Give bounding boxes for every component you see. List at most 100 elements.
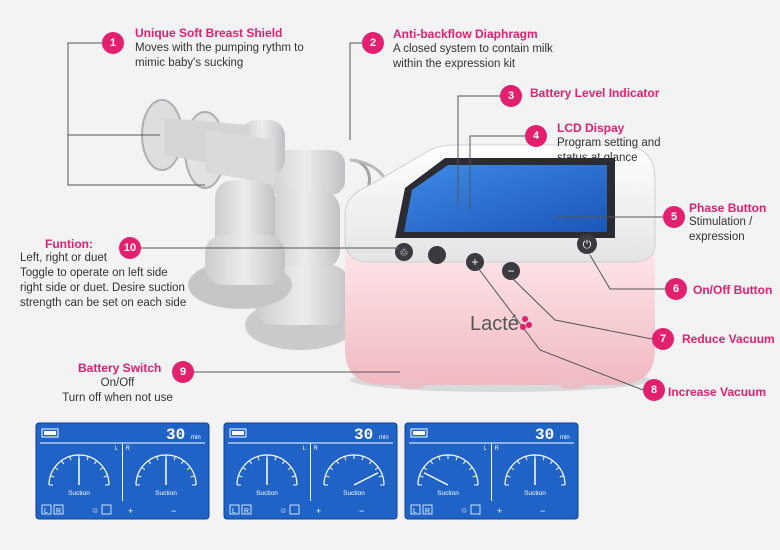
- gauge-label: Suction: [343, 490, 365, 497]
- gauge-tick: [429, 460, 434, 465]
- gauge-tick: [559, 475, 564, 478]
- gauge-needle: [423, 472, 449, 486]
- desc-line: Program setting and: [557, 137, 661, 149]
- svg-text:+: +: [471, 255, 478, 269]
- gauge-label: Suction: [256, 490, 278, 497]
- gauge-tick: [423, 466, 428, 471]
- gauge-tick: [141, 466, 146, 471]
- battery-level: [413, 431, 425, 435]
- gauge-tick: [242, 466, 247, 471]
- callout-8-badge: 8: [643, 379, 665, 401]
- r-button-icon: [422, 504, 433, 515]
- gauge-tick: [510, 466, 515, 471]
- gauge-tick: [542, 456, 545, 461]
- desc-line: expression: [689, 231, 745, 243]
- battery-level: [44, 431, 56, 435]
- desc-line: strength can be set on each side: [20, 297, 187, 309]
- desc-line: On/Off: [100, 377, 135, 389]
- gauge-tick: [438, 456, 441, 461]
- gauge-tick: [60, 460, 65, 465]
- r-button-label: R: [56, 508, 61, 515]
- gauge-tick: [137, 475, 142, 478]
- mode-icon: [470, 504, 481, 515]
- desc-line: A closed system to contain milk: [393, 43, 553, 55]
- timer-unit: min: [379, 435, 389, 441]
- side-left-label: L: [303, 446, 307, 452]
- l-button-icon: [41, 504, 52, 515]
- l-button-icon: [410, 504, 421, 515]
- callout-4-desc: Program setting and status at glance: [557, 136, 661, 166]
- gauge-tick: [180, 460, 185, 465]
- phase-icon: ♲: [92, 508, 98, 515]
- gauge-tick: [257, 456, 260, 461]
- battery-level: [232, 431, 244, 435]
- pump-unit: ♲ + − ⏻: [344, 144, 656, 392]
- l-button-icon: [229, 504, 240, 515]
- callout-10-desc: Left, right or duet Toggle to operate on…: [20, 251, 186, 311]
- callout-3-title: Battery Level Indicator: [530, 86, 660, 100]
- callout-5-desc: Stimulation / expression: [689, 215, 752, 245]
- svg-text:♲: ♲: [400, 248, 409, 259]
- desc-line: Toggle to operate on left side: [20, 267, 168, 279]
- timer-digits: 30: [354, 426, 373, 444]
- suction-gauge: Suction: [504, 454, 566, 497]
- callout-8-title: Increase Vacuum: [668, 385, 767, 399]
- side-right-label: R: [314, 446, 319, 452]
- svg-text:−: −: [507, 264, 514, 278]
- plus-icon: +: [497, 506, 502, 516]
- mode-icon: [289, 504, 300, 515]
- side-right-label: R: [126, 446, 131, 452]
- gauge-tick: [238, 475, 243, 478]
- callout-2-badge: 2: [362, 32, 384, 54]
- gauge-tick: [54, 466, 59, 471]
- gauge-tick: [103, 475, 108, 478]
- suction-gauge: Suction: [417, 454, 479, 497]
- battery-icon: [410, 428, 428, 438]
- callout-1-badge: 1: [102, 32, 124, 54]
- gauge-tick: [472, 475, 477, 478]
- gauge-tick: [50, 475, 55, 478]
- minus-icon: −: [171, 506, 176, 516]
- gauge-tick: [374, 466, 379, 471]
- r-button-icon: [241, 504, 252, 515]
- gauge-tick: [173, 456, 176, 461]
- battery-icon: [41, 428, 59, 438]
- gauge-tick: [516, 460, 521, 465]
- minus-icon: −: [540, 506, 545, 516]
- gauge-tick: [69, 456, 72, 461]
- gauge-tick: [555, 466, 560, 471]
- brand-logo: Lacté: [470, 313, 519, 335]
- suction-gauge: Suction: [236, 454, 298, 497]
- svg-text:⏻: ⏻: [583, 239, 592, 251]
- callout-7-badge: 7: [652, 328, 674, 350]
- gauge-tick: [378, 475, 383, 478]
- gauge-tick: [549, 460, 554, 465]
- plus-icon: +: [316, 506, 321, 516]
- callout-9-desc: On/Off Turn off when not use: [55, 376, 180, 406]
- gauge-tick: [156, 456, 159, 461]
- gauge-label: Suction: [155, 490, 177, 497]
- desc-line: Moves with the pumping rythm to: [135, 42, 304, 54]
- desc-line: within the expression kit: [393, 58, 516, 70]
- gauge-tick: [190, 475, 195, 478]
- suction-gauge: Suction: [48, 454, 110, 497]
- desc-line: right side or duet. Desire suction: [20, 282, 185, 294]
- r-button-label: R: [244, 508, 249, 515]
- callout-10-badge: 10: [119, 237, 141, 259]
- gauge-tick: [186, 466, 191, 471]
- gauge-tick: [281, 460, 286, 465]
- leader-lines: [67, 42, 668, 391]
- suction-gauge: Suction: [323, 454, 385, 497]
- gauge-tick: [99, 466, 104, 471]
- gauge-label: Suction: [524, 490, 546, 497]
- gauge-tick: [506, 475, 511, 478]
- phase-icon: ♲: [461, 508, 467, 515]
- callout-2-desc: A closed system to contain milk within t…: [393, 42, 553, 72]
- callout-4-title: LCD Dispay: [557, 121, 625, 135]
- timer-digits: 30: [166, 426, 185, 444]
- gauge-tick: [525, 456, 528, 461]
- l-button-label: L: [413, 508, 417, 515]
